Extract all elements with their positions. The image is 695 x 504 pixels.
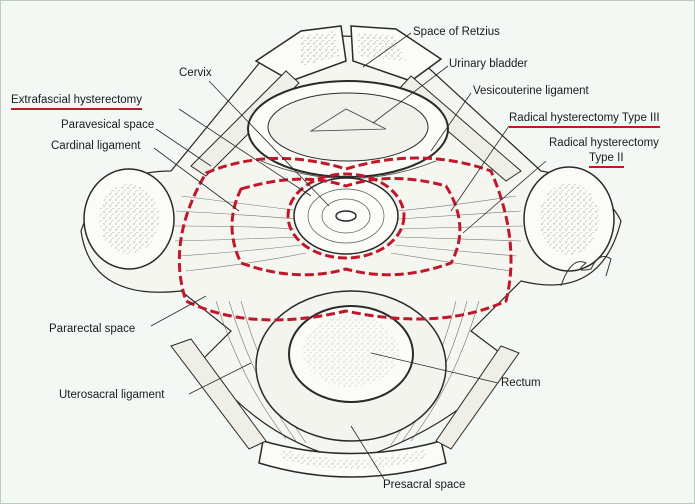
leader-lines (150, 32, 547, 480)
cervix-ring-2 (321, 198, 371, 234)
leader-space-of-retzius (362, 32, 412, 68)
label-paravesical-space: Paravesical space (61, 119, 155, 131)
cervical-os (335, 210, 357, 222)
label-extrafascial-hysterectomy: Extrafascial hysterectomy (11, 94, 143, 110)
leader-presacral-space (350, 425, 385, 480)
label-cardinal-ligament: Cardinal ligament (51, 140, 141, 152)
leader-type-iii (450, 125, 510, 212)
sacrum-stipple (281, 449, 426, 469)
rectum-mucosa (303, 315, 399, 387)
label-cervix: Cervix (179, 67, 212, 79)
femoral-head-left-stipple (99, 184, 159, 254)
label-radical-type-iii: Radical hysterectomy Type III (509, 112, 660, 128)
label-uterosacral-ligament: Uterosacral ligament (59, 389, 165, 401)
label-rectum: Rectum (501, 377, 541, 389)
label-pararectal-space: Pararectal space (49, 323, 136, 335)
leader-cardinal-ligament (153, 147, 240, 212)
leader-uterosacral-ligament (188, 362, 252, 395)
cervix-ring-1 (307, 188, 385, 244)
bladder-lumen (267, 92, 429, 162)
pubic-bone-right-stipple (357, 33, 406, 61)
label-radical-type-ii-line2: Type II (589, 152, 624, 168)
label-presacral-space: Presacral space (383, 479, 466, 491)
cardinal-ligament-fibers (172, 195, 524, 272)
sacrospinous-right (435, 345, 520, 450)
radical-type-iii-margin (177, 156, 513, 322)
leader-urinary-bladder (372, 65, 449, 124)
trigone (309, 108, 387, 132)
artist-signature (560, 256, 612, 287)
label-urinary-bladder: Urinary bladder (449, 58, 528, 70)
leader-type-ii (462, 160, 547, 234)
pubic-bone-left-stipple (301, 31, 339, 66)
leader-extrafascial (178, 108, 312, 197)
leader-vesicouterine-ligament (430, 92, 472, 152)
label-vesicouterine-ligament: Vesicouterine ligament (473, 85, 589, 97)
label-radical-type-ii-line1: Radical hysterectomy (549, 137, 659, 149)
femoral-head-right-stipple (539, 183, 599, 255)
leader-pararectal-space (150, 295, 207, 327)
label-space-of-retzius: Space of Retzius (413, 26, 500, 38)
leader-rectum (370, 352, 499, 384)
extrafascial-margin (286, 172, 406, 260)
leader-cervix (208, 80, 330, 207)
leader-paravesical-space (155, 128, 212, 167)
radical-type-ii-margin (230, 177, 462, 277)
sacrospinous-left (170, 338, 267, 450)
